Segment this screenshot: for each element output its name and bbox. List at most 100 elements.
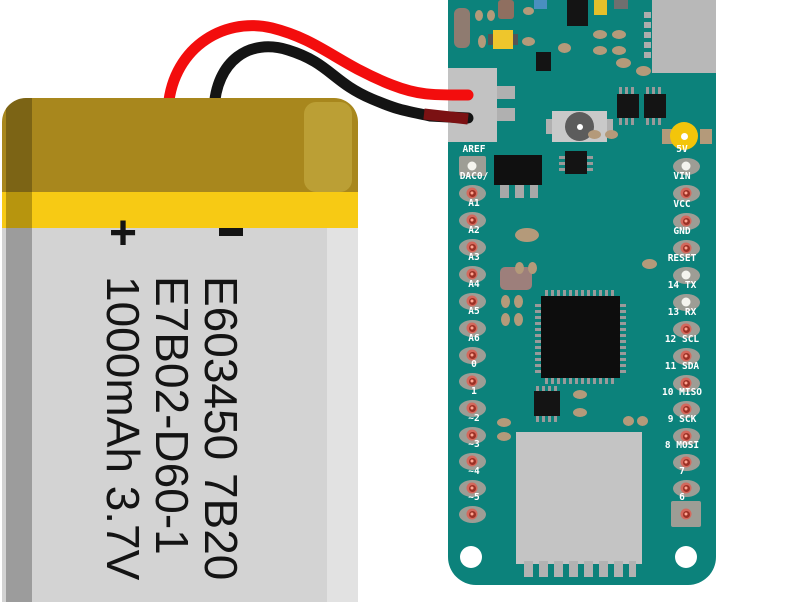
pin-pad-a3 bbox=[458, 265, 486, 283]
mcu-chip bbox=[541, 296, 620, 378]
capacitor bbox=[573, 390, 587, 399]
inductor-pin bbox=[488, 34, 494, 45]
reset-button-dot bbox=[577, 124, 583, 130]
pin-hole-inner bbox=[468, 216, 476, 224]
capacitor-blue bbox=[534, 0, 547, 9]
ic-soic8 bbox=[617, 94, 639, 118]
battery-body bbox=[2, 228, 358, 602]
pin-hole bbox=[467, 161, 477, 171]
black-wire bbox=[208, 41, 474, 124]
pin-hole-inner bbox=[682, 217, 690, 225]
pin-hole-specular bbox=[684, 219, 688, 223]
pin-hole bbox=[466, 375, 478, 387]
pin-hole-inner bbox=[682, 352, 690, 360]
pin-pad--4 bbox=[458, 479, 486, 497]
pin-label--5: ~5 bbox=[468, 492, 480, 503]
pin-hole-inner bbox=[468, 457, 476, 465]
capacitor bbox=[497, 418, 511, 427]
pin-label-10-miso: 10 MISO bbox=[661, 387, 703, 398]
pin-label--4: ~4 bbox=[468, 466, 480, 477]
pin-pad-11-sda bbox=[672, 374, 700, 392]
pin-label-vcc: VCC bbox=[673, 199, 691, 210]
pin-pad-14-tx bbox=[672, 293, 700, 311]
chip-legs bbox=[587, 155, 593, 171]
pin-hole-specular bbox=[684, 327, 688, 331]
pin-label-1: 1 bbox=[471, 386, 477, 397]
capacitor bbox=[515, 228, 539, 242]
capacitor bbox=[612, 30, 626, 39]
pin-hole bbox=[680, 430, 692, 442]
pin-hole bbox=[681, 270, 691, 280]
pin-label-aref: AREF bbox=[462, 144, 486, 155]
reset-button-tab bbox=[546, 119, 553, 134]
usb-connector bbox=[652, 0, 716, 73]
pin-hole-specular bbox=[684, 486, 688, 490]
pin-pad-vcc bbox=[672, 212, 700, 230]
pin-hole-specular bbox=[470, 191, 474, 195]
voltage-regulator bbox=[494, 155, 542, 185]
pin-hole bbox=[680, 350, 692, 362]
pin-hole bbox=[680, 508, 692, 520]
capacitor bbox=[515, 262, 524, 274]
capacitor bbox=[528, 262, 537, 274]
battery-label-line: E7B02-D60-1 bbox=[146, 276, 198, 555]
pin-hole-specular bbox=[684, 246, 688, 250]
pin-hole bbox=[680, 377, 692, 389]
pin-pad-12-scl bbox=[672, 347, 700, 365]
pin-pad-0 bbox=[458, 372, 486, 390]
mcu-legs bbox=[545, 378, 615, 384]
capacitor bbox=[487, 10, 495, 21]
minus-polarity-mark bbox=[219, 228, 243, 236]
pin-hole-inner bbox=[682, 405, 690, 413]
pin-label--2: ~2 bbox=[468, 413, 480, 424]
capacitor-yellow bbox=[594, 0, 607, 15]
pin-pad-a2 bbox=[458, 238, 486, 256]
pin-hole-inner bbox=[682, 484, 690, 492]
pin-hole bbox=[466, 482, 478, 494]
chip-legs bbox=[559, 155, 565, 171]
pin-label-a4: A4 bbox=[468, 279, 480, 290]
pin-label-a3: A3 bbox=[468, 252, 480, 263]
pin-hole-specular bbox=[470, 245, 474, 249]
capacitor bbox=[614, 0, 628, 9]
radio-module bbox=[516, 432, 642, 564]
pin-hole-inner bbox=[468, 297, 476, 305]
jst-connector bbox=[448, 68, 497, 142]
capacitor bbox=[475, 10, 483, 21]
capacitor bbox=[497, 432, 511, 441]
capacitor bbox=[637, 416, 648, 426]
capacitor bbox=[642, 259, 657, 269]
pin-hole bbox=[466, 455, 478, 467]
pin-hole-inner bbox=[682, 325, 690, 333]
pin-hole-specular bbox=[470, 406, 474, 410]
pin-hole-specular bbox=[684, 460, 688, 464]
pin-hole-specular bbox=[470, 379, 474, 383]
pin-pad-dac0- bbox=[458, 184, 486, 202]
capacitor bbox=[478, 35, 486, 48]
jst-connector-tab bbox=[497, 108, 515, 121]
pin-hole bbox=[680, 242, 692, 254]
pin-hole-inner bbox=[682, 244, 690, 252]
pin-hole-specular bbox=[684, 191, 688, 195]
battery-yellow-band bbox=[2, 192, 358, 228]
mcu-legs bbox=[535, 301, 541, 373]
pin-pad-a6 bbox=[458, 346, 486, 364]
pin-hole-inner bbox=[682, 189, 690, 197]
battery-right-highlight bbox=[327, 228, 358, 602]
mounting-hole bbox=[460, 546, 482, 568]
pin-pad-7 bbox=[672, 479, 700, 497]
pin-hole-specular bbox=[684, 434, 688, 438]
pin-pad-gnd bbox=[672, 239, 700, 257]
chip-legs bbox=[619, 118, 637, 125]
capacitor bbox=[623, 416, 634, 426]
capacitor bbox=[605, 130, 618, 139]
pin-pad-9-sck bbox=[672, 427, 700, 445]
capacitor bbox=[558, 43, 571, 53]
pin-hole-specular bbox=[470, 272, 474, 276]
pin-label-a2: A2 bbox=[468, 225, 480, 236]
pin-hole-inner bbox=[682, 510, 690, 518]
pin-hole bbox=[466, 214, 478, 226]
ic-black bbox=[567, 0, 588, 26]
